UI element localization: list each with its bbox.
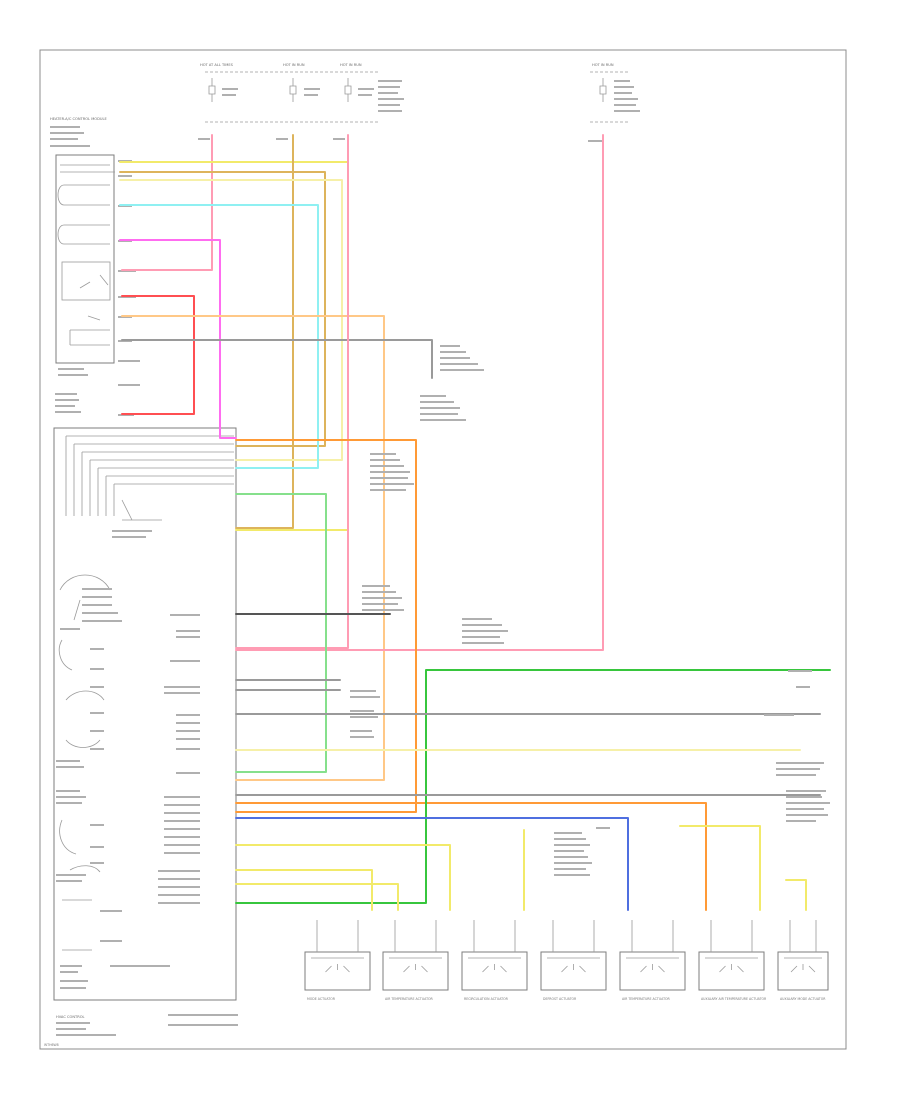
power-wire-3 (235, 134, 604, 651)
red-wire-1 (121, 295, 195, 415)
corner-code: WTH6W8 (44, 1043, 59, 1047)
actuator-5: AIR TEMPERATURE ACTUATOR (619, 920, 686, 1001)
main-control-module: HVAC CONTROL WTH6W8 (44, 427, 238, 1047)
light-green-wire-1 (235, 493, 327, 773)
fuse-label-2: HOT IN RUN (283, 63, 305, 67)
actuator-label: MODE ACTUATOR (307, 997, 336, 1001)
light-orange-wire-1 (121, 315, 385, 781)
annotation-blocks (350, 345, 830, 876)
green-wire-1 (235, 669, 831, 904)
yellow-wire-4 (235, 883, 399, 911)
actuator-label: AIR TEMPERATURE ACTUATOR (385, 997, 434, 1001)
actuator-label: AUXILIARY MODE ACTUATOR (780, 997, 826, 1001)
actuator-label: RECIRCULATION ACTUATOR (464, 997, 509, 1001)
power-wire-2 (235, 134, 349, 649)
actuator-group: MODE ACTUATOR AIR TEMPERATURE ACTUATOR REC… (304, 920, 829, 1001)
yellow-wire-3 (235, 844, 451, 911)
actuator-label: DEFROST ACTUATOR (543, 997, 577, 1001)
wires (119, 134, 831, 911)
actuator-6: AUXILIARY AIR TEMPERATURE ACTUATOR (698, 920, 767, 1001)
gray-wire-1 (121, 339, 433, 379)
tan-wire-1 (119, 171, 326, 447)
light-yellow-wire-1 (119, 179, 343, 461)
yellow-wire-7 (785, 879, 807, 911)
yellow-wire-6 (679, 825, 761, 911)
cyan-wire-1 (119, 204, 319, 469)
fuse-block-group: HOT AT ALL TIMES HOT IN RUN HOT IN RUN H… (198, 63, 640, 142)
actuator-label: AIR TEMPERATURE ACTUATOR (622, 997, 671, 1001)
orange-wire-2 (235, 802, 707, 911)
module-left-label: HEATER-A/C CONTROL MODULE (50, 117, 108, 121)
yellow-wire-2 (235, 869, 373, 911)
blue-wire-1 (235, 817, 629, 911)
diagram-frame (39, 49, 847, 1050)
fuse-label-3: HOT IN RUN (340, 63, 362, 67)
actuator-3: RECIRCULATION ACTUATOR (461, 920, 528, 1001)
fuse-label-1: HOT AT ALL TIMES (200, 63, 234, 67)
footer-label: HVAC CONTROL (56, 1015, 85, 1019)
actuator-2: AIR TEMPERATURE ACTUATOR (382, 920, 449, 1001)
tan-wire-2 (235, 134, 294, 529)
fuse-label-4: HOT IN RUN (592, 63, 614, 67)
power-wire-1 (121, 134, 213, 271)
yellow-wire-1 (119, 161, 349, 531)
actuator-4: DEFROST ACTUATOR (540, 920, 607, 1001)
actuator-7: AUXILIARY MODE ACTUATOR (777, 920, 829, 1001)
actuator-1: MODE ACTUATOR (304, 920, 371, 1001)
orange-wire-1 (235, 439, 417, 813)
actuator-label: AUXILIARY AIR TEMPERATURE ACTUATOR (701, 997, 767, 1001)
